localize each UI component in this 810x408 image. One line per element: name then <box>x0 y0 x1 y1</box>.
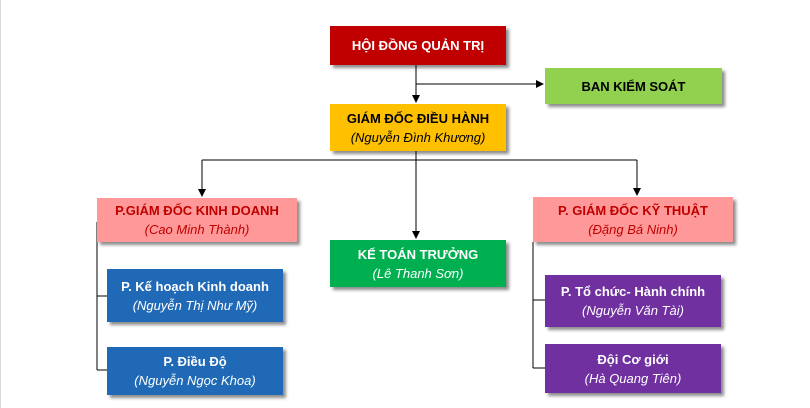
chief-accountant-name: (Lê Thanh Sơn) <box>372 265 464 281</box>
ceo-name: (Nguyễn Đình Khương) <box>350 129 486 145</box>
left-border-line <box>0 0 1 408</box>
admin-title: P. Tổ chức- Hành chính <box>560 284 706 299</box>
deputy-technical-name: (Đặng Bá Ninh) <box>588 221 678 237</box>
deputy-technical-title: P. GIÁM ĐỐC KỸ THUẬT <box>558 202 708 218</box>
chief-accountant-title: KẾ TOÁN TRƯỞNG <box>357 246 479 262</box>
planning-box: P. Kế hoạch Kinh doanh (Nguyễn Thị Như M… <box>107 269 283 322</box>
mechanical-name: (Hà Quang Tiên) <box>584 370 682 386</box>
dispatch-title: P. Điều Độ <box>163 354 227 369</box>
deputy-business-box: P.GIÁM ĐỐC KINH DOANH (Cao Minh Thành) <box>97 198 297 242</box>
ceo-box: GIÁM ĐỐC ĐIỀU HÀNH (Nguyễn Đình Khương) <box>330 104 506 151</box>
planning-name: (Nguyễn Thị Như Mỹ) <box>132 297 258 313</box>
deputy-business-title: P.GIÁM ĐỐC KINH DOANH <box>115 203 279 218</box>
board-box: HỘI ĐỒNG QUẢN TRỊ <box>330 26 506 65</box>
dispatch-box: P. Điều Độ (Nguyễn Ngọc Khoa) <box>107 347 283 395</box>
deputy-technical-box: P. GIÁM ĐỐC KỸ THUẬT (Đặng Bá Ninh) <box>533 197 733 242</box>
planning-title: P. Kế hoạch Kinh doanh <box>121 278 269 294</box>
ceo-title: GIÁM ĐỐC ĐIỀU HÀNH <box>346 110 490 126</box>
supervisory-title: BAN KIỂM SOÁT <box>581 78 686 94</box>
board-title: HỘI ĐỒNG QUẢN TRỊ <box>351 38 485 53</box>
mechanical-title: Đội Cơ giới <box>597 351 669 367</box>
deputy-business-name: (Cao Minh Thành) <box>144 222 250 237</box>
supervisory-box: BAN KIỂM SOÁT <box>545 68 722 104</box>
admin-name: (Nguyễn Văn Tài) <box>582 303 684 318</box>
chief-accountant-box: KẾ TOÁN TRƯỞNG (Lê Thanh Sơn) <box>330 240 506 287</box>
dispatch-name: (Nguyễn Ngọc Khoa) <box>134 373 256 388</box>
mechanical-box: Đội Cơ giới (Hà Quang Tiên) <box>545 344 721 393</box>
admin-box: P. Tổ chức- Hành chính (Nguyễn Văn Tài) <box>545 275 721 327</box>
